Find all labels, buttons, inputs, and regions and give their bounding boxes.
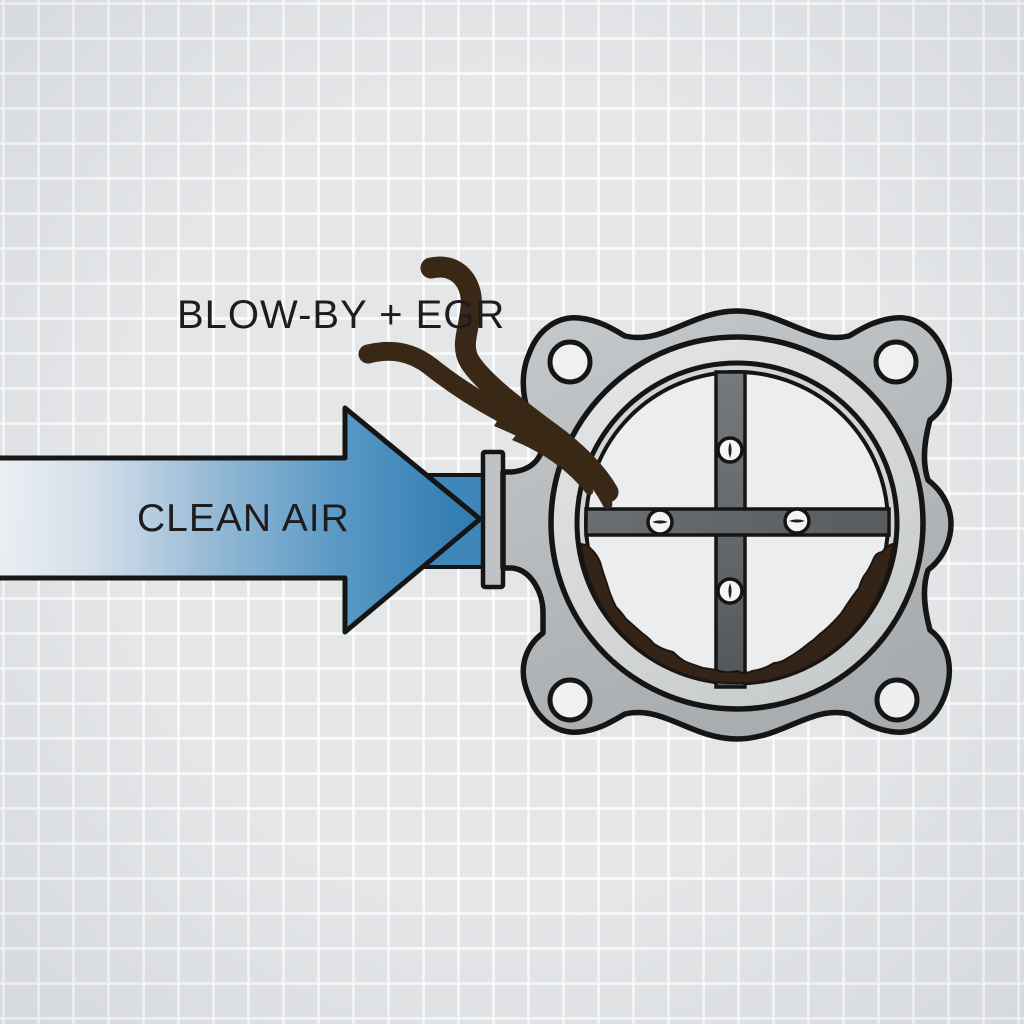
bolt-hole-bottom-right — [874, 677, 920, 723]
carbon-deposits — [580, 543, 894, 685]
blow-by-egr-label: BLOW-BY + EGR — [177, 293, 506, 337]
valve-screw-top — [716, 436, 744, 464]
valve-screw-bottom — [716, 577, 744, 605]
valve-screw-right — [783, 507, 811, 535]
valve-screw-left — [646, 508, 674, 536]
bolt-hole-top-left — [547, 339, 593, 385]
blowby-stream-tips — [494, 416, 613, 509]
clean-air-label: CLEAN AIR — [137, 497, 350, 540]
blowby-stream-left — [358, 341, 582, 471]
clean-air-arrow — [0, 405, 483, 635]
bolt-hole-bottom-left — [547, 677, 593, 723]
blowby-egr-streams — [358, 256, 619, 503]
bolt-hole-top-right — [873, 339, 919, 385]
valve-horizontal-bar — [584, 507, 891, 537]
mounting-plate — [480, 449, 506, 590]
